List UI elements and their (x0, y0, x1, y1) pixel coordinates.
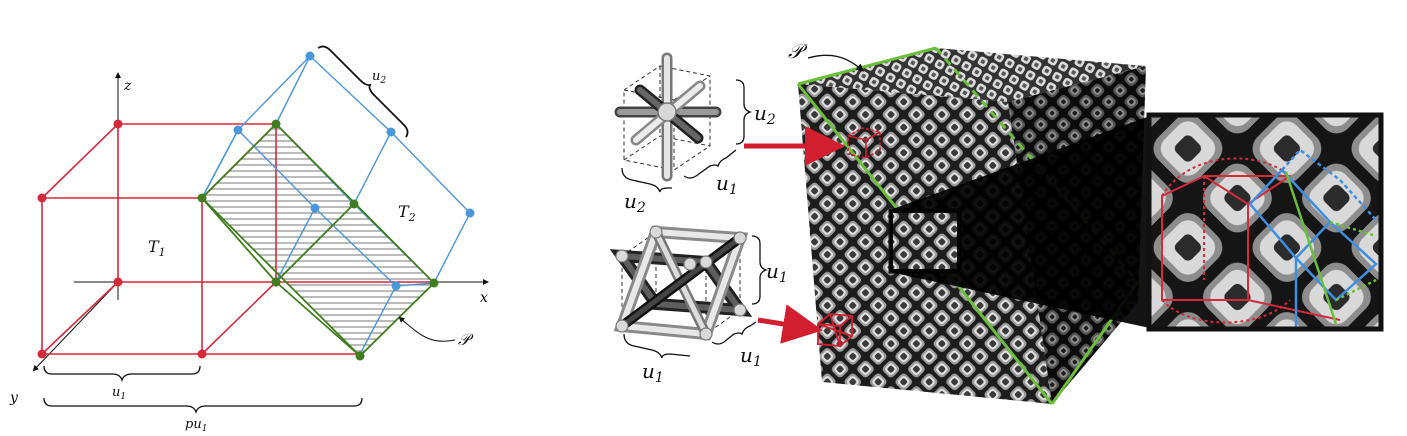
plane-p-label: 𝒫 (458, 330, 474, 349)
u2-brace (317, 45, 409, 138)
red-cell-top (847, 127, 881, 159)
unit-cell-bottom-height-brace (751, 235, 769, 305)
unit-cell-top-width-a-label: u2 (624, 189, 646, 216)
zoom-inset-border (1146, 112, 1384, 332)
unit-cell-bottom-width-a-brace (623, 333, 691, 359)
u1-brace (43, 365, 201, 383)
unit-cell-bottom (609, 225, 753, 341)
unit-cell-top (614, 52, 722, 182)
z-axis-label: z (123, 78, 132, 94)
red-cell-bottom (817, 313, 853, 347)
unit-cell-bottom-width-b-label: u1 (740, 343, 762, 370)
pu1-label: pu1 (185, 417, 207, 434)
unit-cell-bottom-width-a-label: u1 (642, 359, 664, 386)
pu1-brace (43, 397, 363, 415)
lattice-plane-p-label: 𝒫 (788, 39, 808, 63)
cell-t2-label: T2 (398, 202, 416, 224)
lattice-rendering: u2 u2 u1 (609, 39, 1384, 405)
u2-label: u2 (372, 69, 386, 86)
plane-p-vertices (197, 119, 439, 361)
unit-cell-bottom-height-label: u1 (766, 259, 788, 286)
y-axis-label: y (9, 390, 19, 406)
inset-green-plane (1284, 171, 1377, 325)
unit-cell-bottom-width-b-brace (711, 321, 757, 345)
unit-cell-top-width-b-brace (683, 149, 737, 179)
cell-t2-vertices (233, 51, 475, 291)
plane-p-pointer (398, 316, 456, 342)
plane-p-outline (200, 122, 436, 358)
zoom-connector (890, 116, 1150, 328)
lattice-mapping-diagram: z x y (9, 45, 489, 434)
x-axis-label: x (480, 290, 488, 306)
zoom-inset (1146, 112, 1384, 332)
unit-cell-top-width-a-brace (621, 167, 672, 193)
arrow-bottom-cell (757, 304, 823, 344)
unit-cell-top-height-brace (735, 79, 753, 145)
cell-t1-label: T1 (148, 237, 166, 259)
zoom-region-inner (893, 213, 957, 269)
unit-cell-top-height-label: u2 (754, 101, 776, 128)
u1-label: u1 (112, 385, 126, 402)
y-axis (32, 281, 119, 372)
lattice-plane-p-pointer (807, 54, 864, 72)
unit-cell-top-width-b-label: u1 (716, 171, 738, 198)
